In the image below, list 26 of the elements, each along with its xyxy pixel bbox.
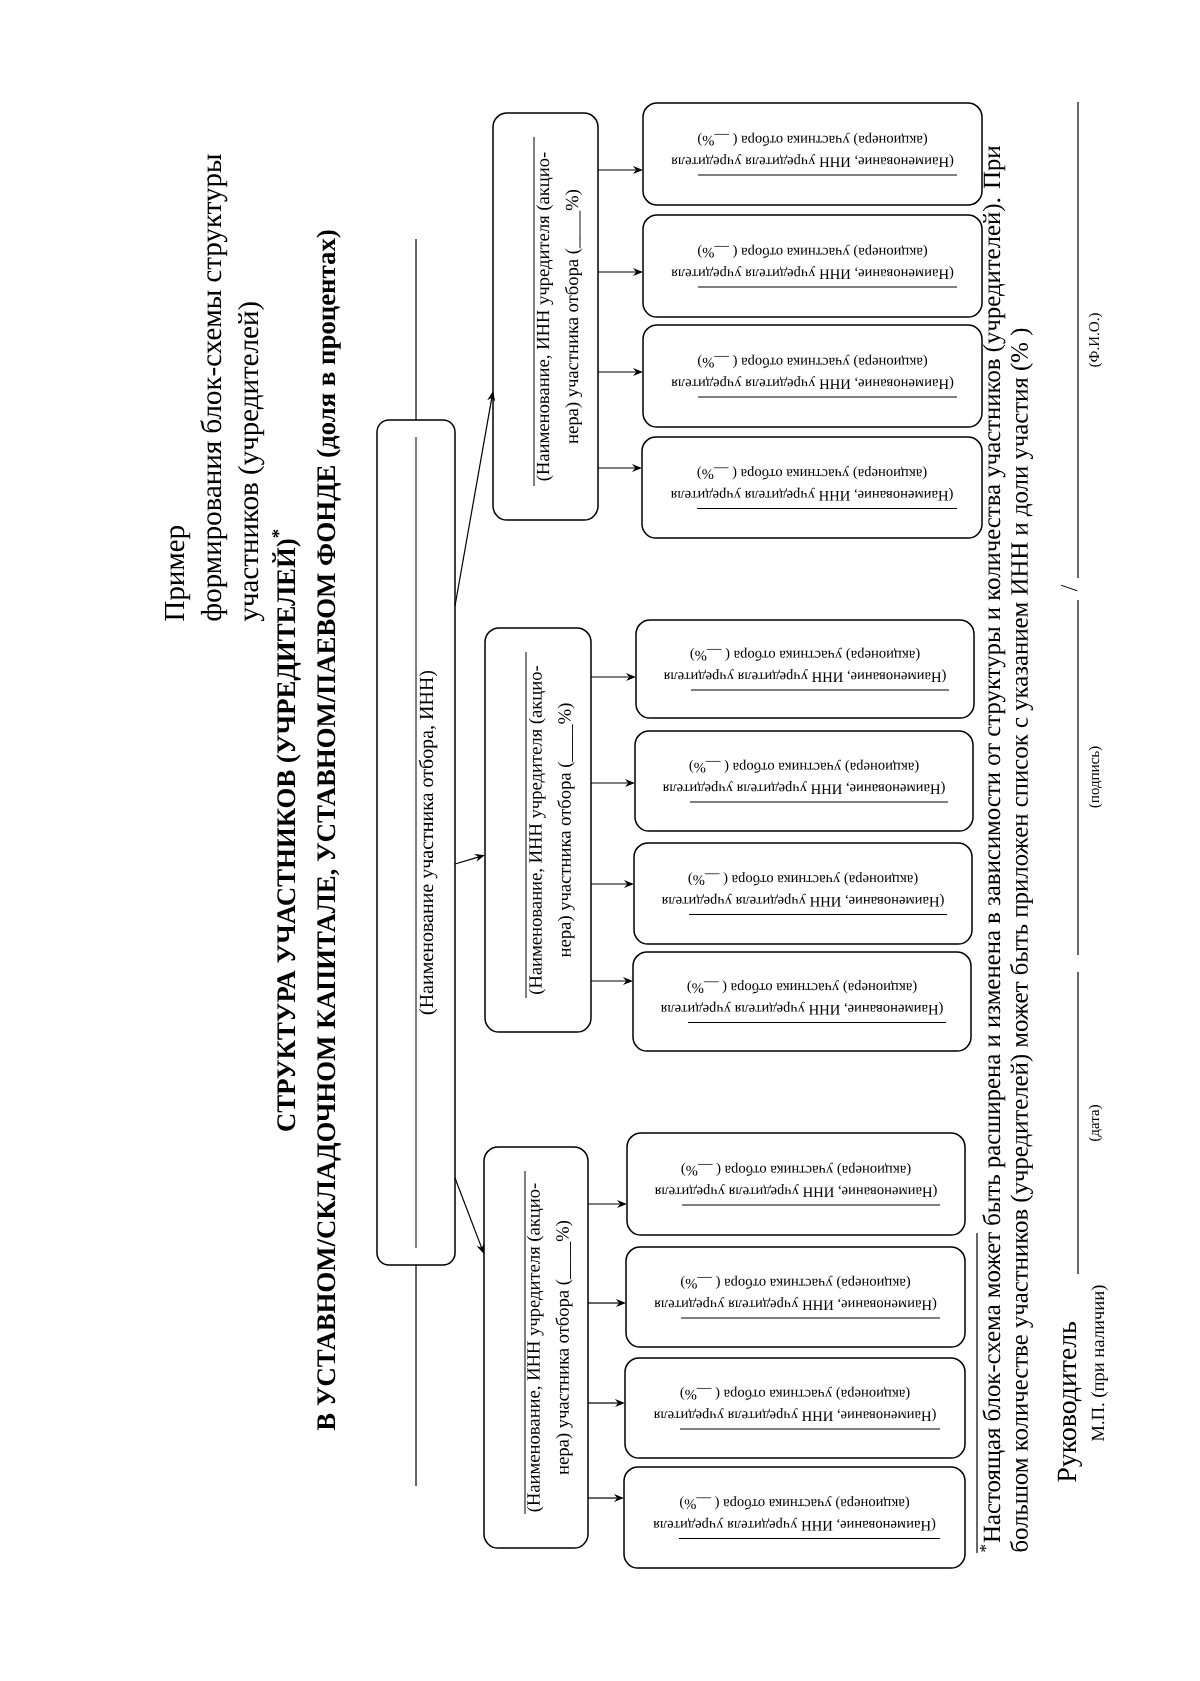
founder-box: (Наименование, ИНН учредителя учредителя (акционера) участника отбора ( __%) xyxy=(626,1132,966,1236)
header-text: Пример формирования блок-схемы структуры участников (учредителей) xyxy=(165,154,265,622)
founder-box: (Наименование, ИНН учредителя (акцио- нера) участника отбора (____%) xyxy=(492,112,599,521)
org-box: (Наименование участника отбора, ИНН) xyxy=(376,419,456,1266)
field-caption: (Ф.И.О.) xyxy=(1088,313,1103,367)
founder-box: (Наименование, ИНН учредителя учредителя (акционера) участника отбора ( __%) xyxy=(632,951,972,1052)
founder-box: (Наименование, ИНН учредителя учредителя (акционера) участника отбора ( __%) xyxy=(642,324,983,428)
field-caption: (подпись) xyxy=(1088,746,1103,808)
founder-box: (Наименование, ИНН учредителя учредителя (акционера) участника отбора ( __%) xyxy=(642,214,983,318)
founder-box: (Наименование, ИНН учредителя учредителя (акционера) участника отбора ( __%) xyxy=(633,842,973,945)
founder-box: (Наименование, ИНН учредителя учредителя (акционера) участника отбора ( __%) xyxy=(641,436,983,539)
field-caption: (дата) xyxy=(1088,1105,1103,1141)
arrow xyxy=(454,1177,485,1254)
arrow xyxy=(454,854,485,865)
founder-box: (Наименование, ИНН учредителя (акцио- нера) участника отбора (____%) xyxy=(483,1146,589,1549)
founder-box: (Наименование, ИНН учредителя учредителя (акционера) участника отбора ( __%) xyxy=(635,619,975,719)
founder-box: (Наименование, ИНН учредителя (акцио- нера) участника отбора (____%) xyxy=(484,627,592,1033)
founder-box: (Наименование, ИНН учредителя учредителя (акционера) участника отбора ( __%) xyxy=(634,730,974,832)
title: СТРУКТУРА УЧАСТНИКОВ (УЧРЕДИТЕЛЕЙ)$^{*}$ В УСТАВНОМ/СКЛАДОЧНОМ КАПИТАЛЕ, УСТАВНОМ/ПАЕВОМ ФОНДЕ (доля в процентах) xyxy=(272,230,341,1431)
slash-separator: / xyxy=(1061,584,1078,592)
stamp-note: М.П. (при наличии) xyxy=(1091,1285,1108,1442)
founder-box: (Наименование, ИНН учредителя учредителя (акционера) участника отбора ( __%) xyxy=(624,1357,966,1459)
founder-box: (Наименование, ИНН учредителя учредителя (акционера) участника отбора ( __%) xyxy=(623,1466,966,1569)
founder-box: (Наименование, ИНН учредителя учредителя (акционера) участника отбора ( __%) xyxy=(625,1246,966,1348)
signatory-label: Руководитель xyxy=(1057,1322,1082,1482)
founder-box: (Наименование, ИНН учредителя учредителя (акционера) участника отбора ( __%) xyxy=(642,102,983,206)
